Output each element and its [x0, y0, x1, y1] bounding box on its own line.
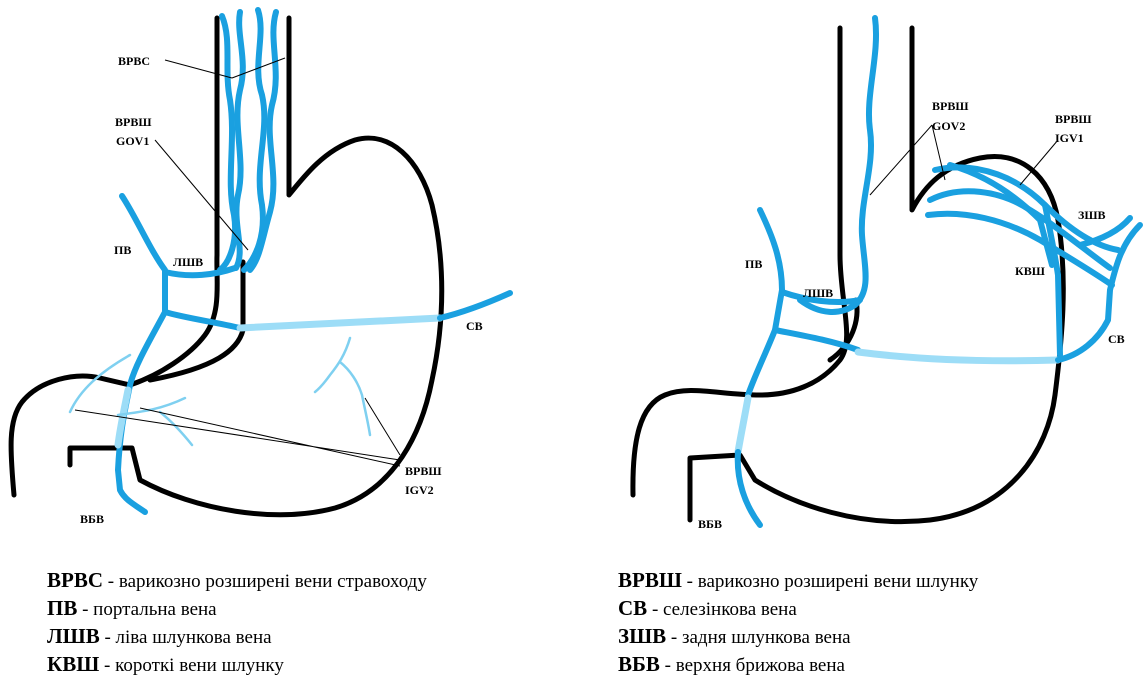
left-label-vrvsh-igv2: ВРВШ: [405, 464, 442, 478]
left-splenic-vein: [440, 293, 510, 318]
legend-abbr: СВ: [618, 596, 647, 620]
legend-item: ЛШВ - ліва шлункова вена: [47, 623, 427, 651]
right-portal-vein: [748, 210, 782, 395]
legend-abbr: ВБВ: [618, 652, 660, 676]
right-label-zshv: ЗШВ: [1078, 208, 1106, 222]
legend-left: ВРВС - варикозно розширені вени стравохо…: [47, 567, 427, 679]
legend-abbr: КВШ: [47, 652, 99, 676]
right-gov2-leader: [870, 125, 945, 195]
legend-item: КВШ - короткі вени шлунку: [47, 651, 427, 679]
legend-text: - ліва шлункова вена: [100, 627, 272, 648]
legend-abbr: ЗШВ: [618, 624, 666, 648]
left-label-igv2: IGV2: [405, 483, 434, 497]
right-splenic-vein-light: [858, 352, 1058, 361]
legend-text: - селезінкова вена: [647, 599, 797, 620]
legend-item: СВ - селезінкова вена: [618, 595, 978, 623]
right-smv-light: [738, 398, 748, 452]
right-label-kvsh: КВШ: [1015, 264, 1045, 278]
right-label-vbv: ВБВ: [698, 517, 722, 531]
legend-abbr: ПВ: [47, 596, 77, 620]
right-label-gov2: GOV2: [932, 119, 965, 133]
left-label-vrvs: ВРВС: [118, 54, 150, 68]
left-igv1-branch: [315, 338, 370, 435]
legend-right: ВРВШ - варикозно розширені вени шлунку С…: [618, 567, 978, 679]
right-stomach-diagram: ВРВШ GOV2 ВРВШ IGV1 ЗШВ КВШ ПВ ЛШВ СВ ВБ…: [633, 18, 1140, 531]
left-left-gastric-vein: [165, 268, 235, 275]
left-label-sv: СВ: [466, 319, 483, 333]
right-label-sv: СВ: [1108, 332, 1125, 346]
legend-abbr: ВРВС: [47, 568, 103, 592]
legend-item: ВБВ - верхня брижова вена: [618, 651, 978, 679]
right-label-vrvsh-igv1: ВРВШ: [1055, 112, 1092, 126]
left-esophageal-vein-2: [236, 12, 243, 268]
legend-item: ПВ - портальна вена: [47, 595, 427, 623]
left-label-pv: ПВ: [114, 243, 131, 257]
legend-item: ВРВШ - варикозно розширені вени шлунку: [618, 567, 978, 595]
legend-text: - варикозно розширені вени шлунку: [682, 571, 978, 592]
legend-text: - короткі вени шлунку: [99, 655, 284, 676]
left-portal-branch: [165, 312, 240, 328]
right-zshv-vein: [1080, 218, 1130, 245]
left-label-vbv: ВБВ: [80, 512, 104, 526]
legend-text: - задня шлункова вена: [666, 627, 850, 648]
right-smv: [738, 452, 760, 525]
right-stomach-greater-curvature: [690, 28, 1063, 522]
left-esophageal-vein-3: [244, 10, 264, 270]
right-label-lshv: ЛШВ: [803, 286, 833, 300]
right-label-vrvsh-gov2: ВРВШ: [932, 99, 969, 113]
left-stomach-diagram: ВРВС ВРВШ GOV1 ПВ ЛШВ СВ ВРВШ IGV2 ВБВ: [11, 10, 510, 526]
legend-item: ЗШВ - задня шлункова вена: [618, 623, 978, 651]
left-splenic-vein-light: [240, 318, 440, 328]
left-label-gov1: GOV1: [116, 134, 149, 148]
left-label-vrvsh: ВРВШ: [115, 115, 152, 129]
legend-text: - варикозно розширені вени стравоходу: [103, 571, 427, 592]
left-label-lshv: ЛШВ: [173, 255, 203, 269]
legend-item: ВРВС - варикозно розширені вени стравохо…: [47, 567, 427, 595]
varices-diagram: ВРВС ВРВШ GOV1 ПВ ЛШВ СВ ВРВШ IGV2 ВБВ: [0, 0, 1147, 545]
left-igv2-branch-2: [118, 398, 192, 445]
right-label-igv1: IGV1: [1055, 131, 1084, 145]
legend-text: - портальна вена: [77, 599, 216, 620]
legend-abbr: ВРВШ: [618, 568, 682, 592]
legend-text: - верхня брижова вена: [660, 655, 845, 676]
right-label-pv: ПВ: [745, 257, 762, 271]
legend-abbr: ЛШВ: [47, 624, 100, 648]
